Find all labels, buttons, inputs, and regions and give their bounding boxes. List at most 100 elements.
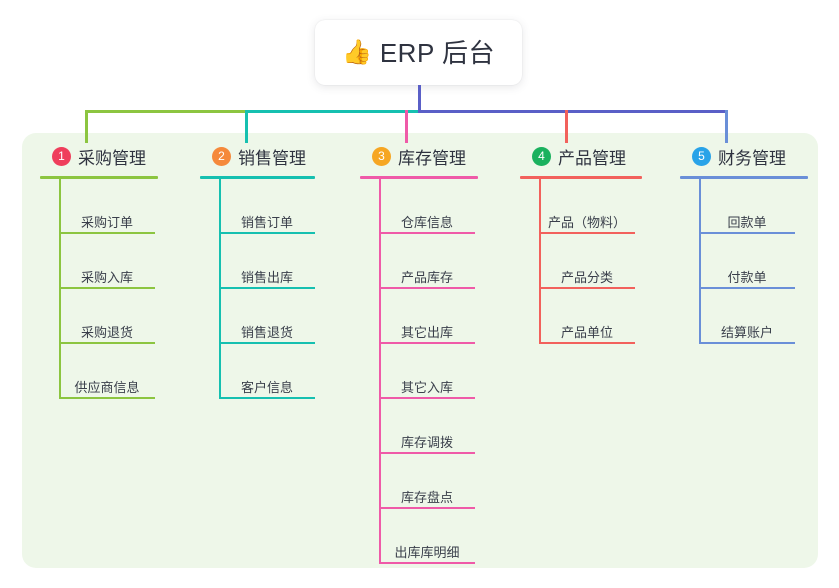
column-drop-line-4 [565,110,568,143]
leaf-underline [219,232,315,234]
leaf-label: 供应商信息 [74,380,140,395]
leaf-item[interactable]: 供应商信息 [59,344,155,399]
leaf-underline [379,287,475,289]
leaf-list: 采购订单采购入库采购退货供应商信息 [40,179,158,399]
column-underline [360,176,478,179]
branches-panel [22,133,818,568]
leaf-underline [699,287,795,289]
leaf-underline [219,397,315,399]
leaf-item[interactable]: 客户信息 [219,344,315,399]
leaf-underline [379,232,475,234]
leaf-item[interactable]: 库存调拨 [379,399,475,454]
column-header-5[interactable]: 5 财务管理 [680,143,808,169]
leaf-label: 仓库信息 [400,215,453,230]
leaf-underline [539,342,635,344]
leaf-item[interactable]: 采购退货 [59,289,155,344]
column-title: 库存管理 [398,148,466,168]
leaf-item[interactable]: 产品单位 [539,289,635,344]
column-title: 采购管理 [78,148,146,168]
leaf-underline [219,342,315,344]
root-node-label: ERP 后台 [379,37,496,68]
leaf-item[interactable]: 库存盘点 [379,454,475,509]
leaf-spine [539,179,541,344]
leaf-item[interactable]: 其它入库 [379,344,475,399]
leaf-underline [219,287,315,289]
leaf-label: 出库库明细 [394,545,460,560]
leaf-label: 采购退货 [80,325,133,340]
leaf-item[interactable]: 付款单 [699,234,795,289]
leaf-underline [59,287,155,289]
column-header-2[interactable]: 2 销售管理 [200,143,315,169]
leaf-item[interactable]: 采购订单 [59,179,155,234]
thumbs-up-icon: 👍 [341,38,372,66]
leaf-spine [59,179,61,399]
leaf-label: 付款单 [727,270,767,285]
leaf-label: 产品单位 [560,325,613,340]
column-drop-line-5 [725,110,728,143]
column-number-badge: 5 [692,146,711,166]
leaf-underline [379,342,475,344]
leaf-underline [699,232,795,234]
leaf-list: 回款单付款单结算账户 [680,179,808,344]
leaf-item[interactable]: 仓库信息 [379,179,475,234]
leaf-item[interactable]: 采购入库 [59,234,155,289]
column-header-1[interactable]: 1 采购管理 [40,143,158,169]
leaf-label: 客户信息 [240,380,293,395]
leaf-label: 回款单 [727,215,767,230]
bus-segment-teal [245,110,421,113]
column-underline [200,176,315,179]
column-title: 财务管理 [718,148,786,168]
leaf-label: 结算账户 [720,325,773,340]
leaf-label: 库存盘点 [400,490,453,505]
leaf-label: 产品分类 [560,270,613,285]
column-title: 产品管理 [558,148,626,168]
column-number-badge: 2 [212,146,231,166]
leaf-underline [699,342,795,344]
leaf-item[interactable]: 销售出库 [219,234,315,289]
leaf-item[interactable]: 出库库明细 [379,509,475,564]
column-number-badge: 1 [52,146,71,166]
bus-segment-green [85,110,248,113]
leaf-underline [379,452,475,454]
leaf-underline [59,232,155,234]
leaf-label: 库存调拨 [400,435,453,450]
leaf-item[interactable]: 产品分类 [539,234,635,289]
column-number-badge: 4 [532,146,551,166]
leaf-label: 销售退货 [240,325,293,340]
column-title: 销售管理 [238,148,306,168]
leaf-label: 采购订单 [80,215,133,230]
column-4: 4 产品管理产品（物料） 产品分类产品单位 [520,143,642,344]
leaf-underline [539,232,635,234]
leaf-item[interactable]: 销售退货 [219,289,315,344]
root-node-card[interactable]: 👍 ERP 后台 [315,20,522,85]
leaf-underline [539,287,635,289]
leaf-item[interactable]: 产品库存 [379,234,475,289]
column-number-badge: 3 [372,146,391,166]
column-header-3[interactable]: 3 库存管理 [360,143,478,169]
root-trunk-line [418,85,421,113]
leaf-underline [59,342,155,344]
leaf-item[interactable]: 其它出库 [379,289,475,344]
leaf-item[interactable]: 结算账户 [699,289,795,344]
leaf-underline [379,397,475,399]
column-drop-line-2 [245,110,248,143]
leaf-label: 产品（物料） [547,215,626,230]
leaf-item[interactable]: 回款单 [699,179,795,234]
leaf-list: 销售订单销售出库销售退货客户信息 [200,179,315,399]
leaf-label: 产品库存 [400,270,453,285]
leaf-item[interactable]: 销售订单 [219,179,315,234]
column-header-4[interactable]: 4 产品管理 [520,143,642,169]
column-2: 2 销售管理销售订单销售出库销售退货客户信息 [200,143,315,399]
leaf-list: 产品（物料） 产品分类产品单位 [520,179,642,344]
leaf-item[interactable]: 产品（物料） [539,179,635,234]
leaf-underline [379,507,475,509]
leaf-list: 仓库信息产品库存其它出库其它入库库存调拨库存盘点出库库明细 [360,179,478,564]
leaf-spine [219,179,221,399]
column-1: 1 采购管理采购订单采购入库采购退货供应商信息 [40,143,158,399]
column-3: 3 库存管理仓库信息产品库存其它出库其它入库库存调拨库存盘点出库库明细 [360,143,478,564]
column-drop-line-1 [85,110,88,143]
column-underline [680,176,808,179]
column-underline [520,176,642,179]
bus-segment-indigo [418,110,728,113]
